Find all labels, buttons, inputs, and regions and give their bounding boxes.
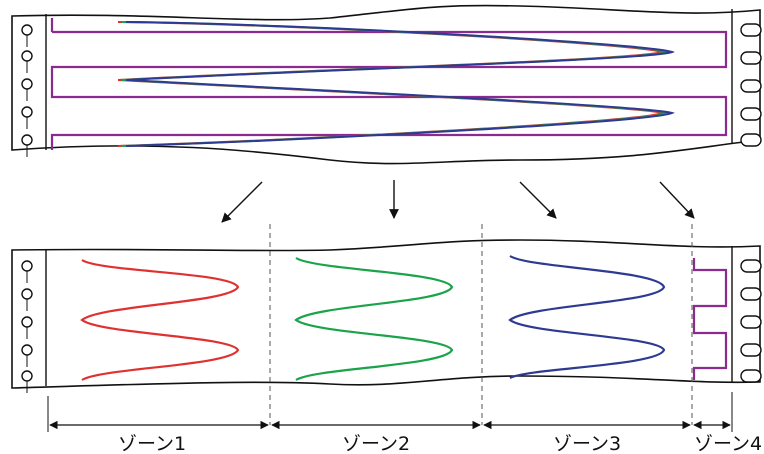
feed-slot-icon (740, 107, 762, 121)
sprocket-hole-icon (21, 316, 33, 328)
feed-slot-icon (740, 343, 762, 357)
top-strip-outline (11, 4, 761, 165)
arrow-icon (519, 181, 557, 219)
sprocket-hole-icon (21, 370, 33, 382)
top-trace-blue (125, 21, 675, 147)
sprocket-hole-icon (21, 134, 33, 146)
sprocket-hole-icon (21, 288, 33, 300)
sprocket-hole-icon (21, 260, 33, 272)
top-feed-slots (740, 23, 762, 147)
zone1-label: ゾーン1 (118, 433, 186, 454)
sprocket-hole-icon (21, 50, 33, 62)
sprocket-hole-icon (21, 106, 33, 118)
feed-slot-icon (740, 259, 762, 273)
feed-slot-icon (740, 369, 762, 383)
zone2-label: ゾーン2 (342, 433, 410, 454)
arrow-icon (659, 181, 695, 219)
bottom-feed-slots (740, 259, 762, 383)
dimension-lines: ゾーン1 ゾーン2 ゾーン3 ゾーン4 (47, 392, 762, 454)
feed-slot-icon (740, 287, 762, 301)
sprocket-hole-icon (21, 24, 33, 36)
sprocket-hole-icon (21, 344, 33, 356)
zone4-label: ゾーン4 (694, 433, 762, 454)
zone3-trace (508, 255, 666, 380)
top-strip (11, 4, 762, 165)
sprocket-hole-icon (21, 78, 33, 90)
top-frame-path (50, 30, 728, 150)
bottom-strip (11, 224, 762, 425)
bottom-sprocket-holes (21, 260, 33, 393)
feed-slot-icon (740, 23, 762, 37)
top-sprocket-holes (21, 24, 33, 157)
feed-slot-icon (740, 315, 762, 329)
arrows (221, 180, 695, 223)
feed-slot-icon (740, 51, 762, 65)
zone2-trace (294, 257, 454, 381)
feed-slot-icon (740, 133, 762, 147)
zone4-trace (692, 258, 728, 380)
feed-slot-icon (740, 79, 762, 93)
zone1-trace (80, 259, 240, 381)
zone3-label: ゾーン3 (553, 433, 621, 454)
arrow-icon (221, 181, 263, 223)
